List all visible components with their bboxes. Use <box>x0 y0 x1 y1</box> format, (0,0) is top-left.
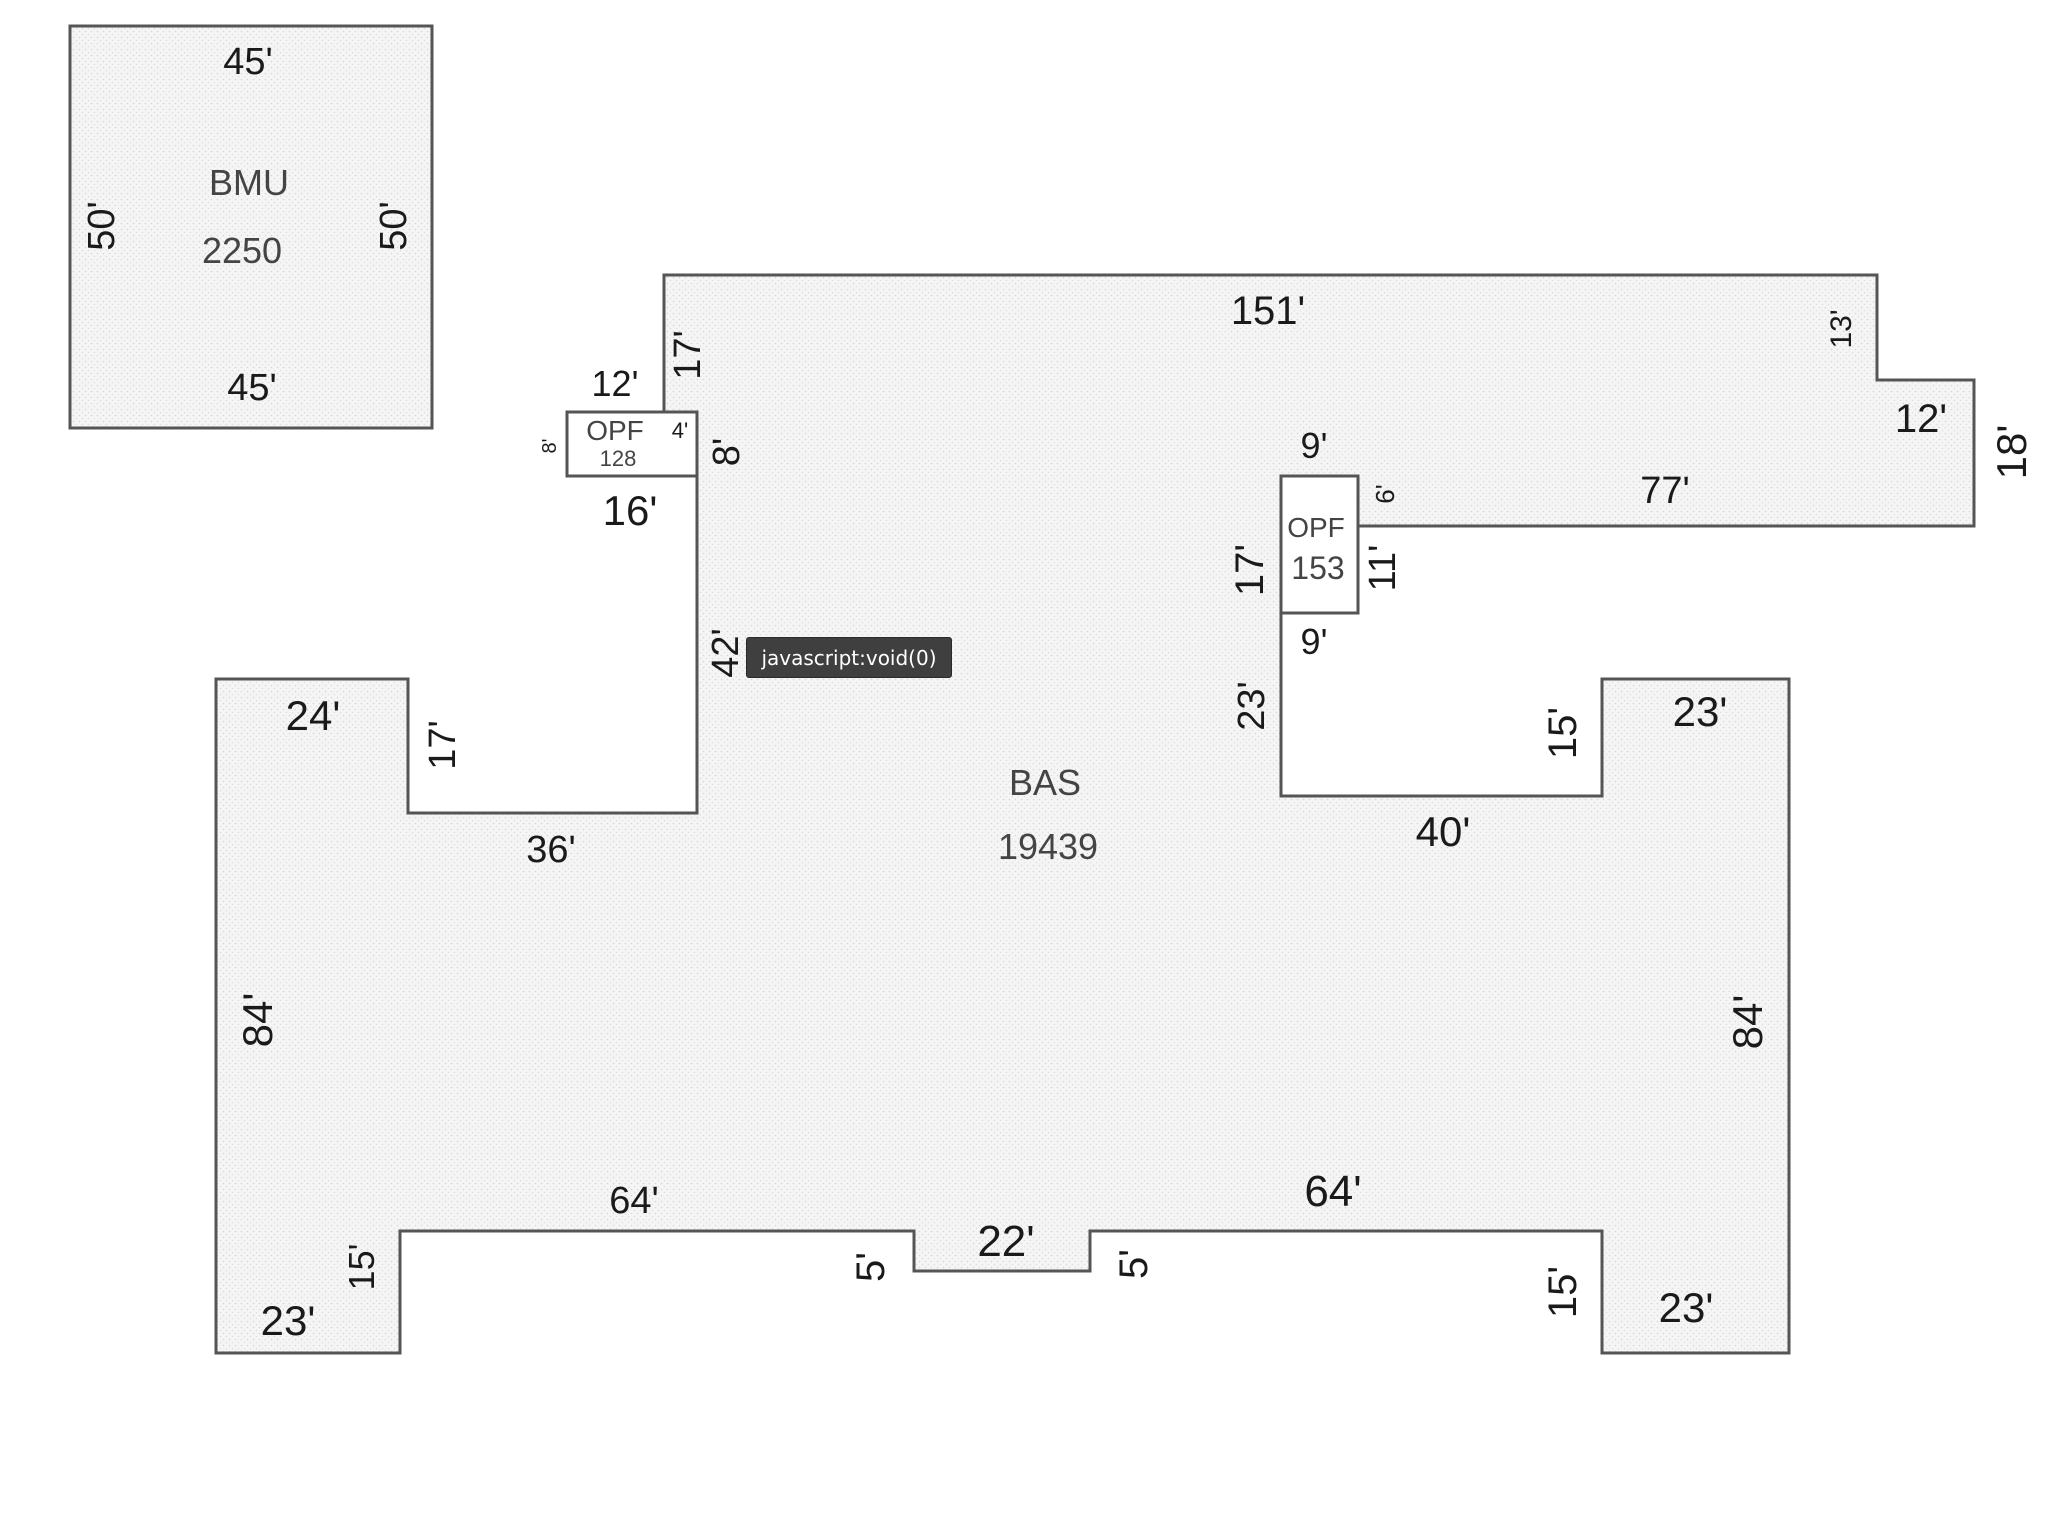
bmu-dim-bottom: 45' <box>227 367 277 409</box>
opf-128-label: OPF <box>586 415 644 446</box>
bas-dim-rw-23: 23' <box>1673 688 1728 735</box>
bas-dim-top-13: 13' <box>1825 309 1858 348</box>
bas-dim-left-8: 8' <box>706 438 748 466</box>
link-tooltip: javascript:void(0) <box>746 637 952 678</box>
opf-128-dim-bottom: 16' <box>603 487 658 534</box>
bmu-area: 2250 <box>202 230 282 271</box>
bas-dim-wing-24: 24' <box>286 692 341 739</box>
opf-153-outline <box>1279 474 1360 615</box>
opf-128-outline <box>565 410 699 478</box>
opf-128-dim-left: 8' <box>539 439 561 454</box>
bas-dim-notch-5-right: 5' <box>1112 1249 1156 1279</box>
bas-area: 19439 <box>998 826 1098 867</box>
bas-dim-inner-17: 17' <box>1228 544 1272 596</box>
bmu-dim-right: 50' <box>373 201 415 251</box>
bas-dim-wing-36: 36' <box>526 829 576 871</box>
bas-dim-inner-9-bottom: 9' <box>1301 621 1328 662</box>
bas-dim-top-12: 12' <box>1895 397 1947 441</box>
bas-dim-inner-9-top: 9' <box>1301 425 1328 466</box>
bas-dim-left-42: 42' <box>705 628 747 678</box>
opf-153-dim-side-11: 11' <box>1362 545 1404 592</box>
bas-dim-left-84: 84' <box>234 993 281 1048</box>
bas-dim-bl-15: 15' <box>341 1244 382 1291</box>
bas-dim-right-84: 84' <box>1724 995 1771 1050</box>
opf-128-area: 128 <box>600 446 637 471</box>
bas-dim-bot-64-right: 64' <box>1304 1167 1361 1216</box>
bas-label: BAS <box>1009 762 1081 803</box>
bas-dim-br-23: 23' <box>1659 1284 1714 1331</box>
bas-dim-left-17-top: 17' <box>667 330 709 380</box>
bas-dim-inner-23: 23' <box>1231 681 1273 731</box>
bas-dim-notch-22: 22' <box>977 1217 1034 1266</box>
bas-dim-inner-77: 77' <box>1640 470 1690 512</box>
bas-outline <box>214 273 1976 1355</box>
bmu-label: BMU <box>209 162 289 203</box>
bas-dim-right-18: 18' <box>1988 425 2035 480</box>
bmu-dim-left: 50' <box>81 201 123 251</box>
opf-153-label: OPF <box>1287 512 1345 543</box>
bas-dim-br-15: 15' <box>1541 1266 1585 1318</box>
opf-153-area: 153 <box>1291 550 1344 586</box>
bas-dim-notch-5-left: 5' <box>849 1252 893 1282</box>
bas-dim-rw-15: 15' <box>1541 707 1585 759</box>
bmu-dim-top: 45' <box>223 41 273 83</box>
bas-dim-bl-23: 23' <box>261 1297 316 1344</box>
bas-dim-bot-64-left: 64' <box>609 1180 659 1222</box>
bas-dim-inner-40: 40' <box>1416 808 1471 855</box>
opf-128-dim-inner: 4' <box>672 418 688 443</box>
bmu-outline <box>68 24 434 430</box>
bas-dim-top-151: 151' <box>1231 289 1305 333</box>
bas-dim-wing-17: 17' <box>422 720 464 770</box>
opf-153-dim-side-6: 6' <box>1370 484 1400 503</box>
opf-128-dim-top: 12' <box>592 363 639 404</box>
